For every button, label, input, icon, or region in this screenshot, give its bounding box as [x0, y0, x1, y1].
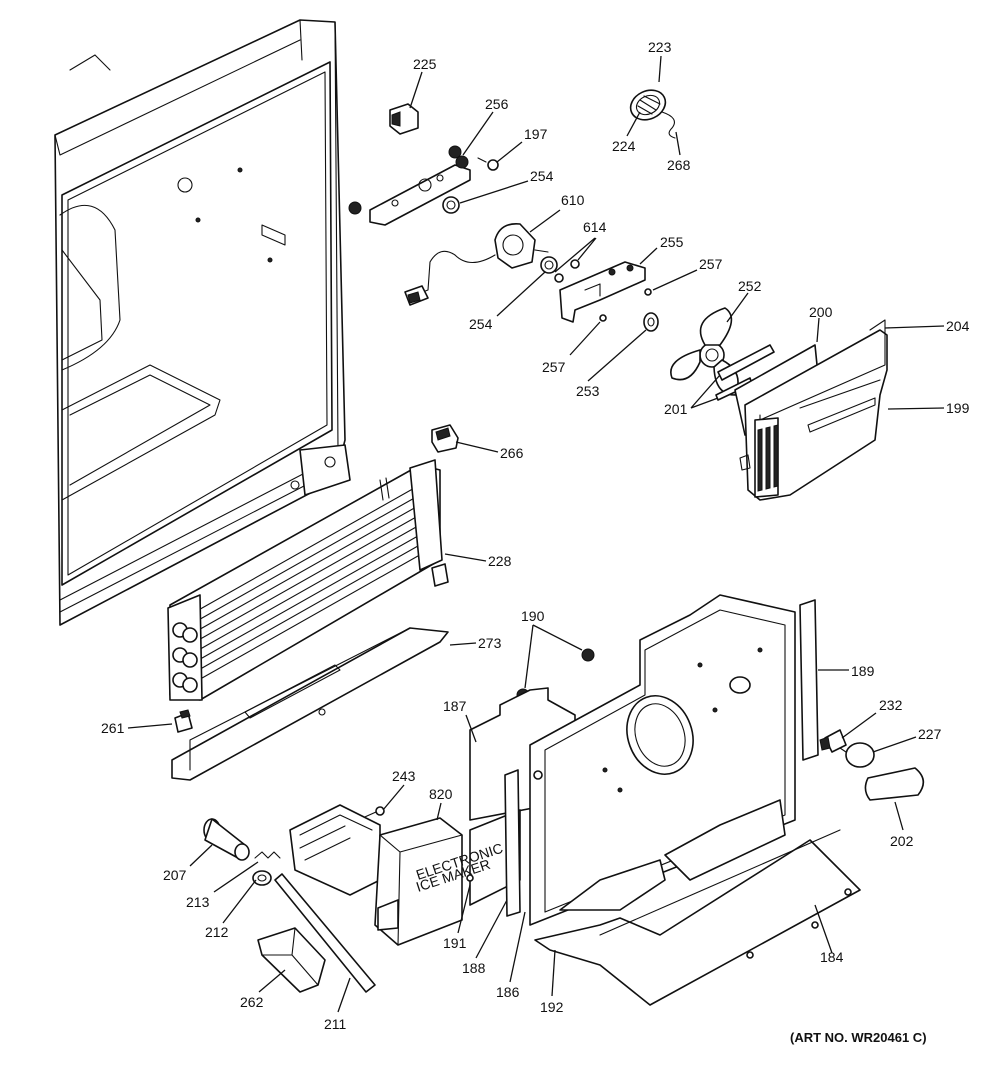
- callout-262: 262: [240, 994, 264, 1010]
- callout-253: 253: [576, 383, 600, 399]
- callout-labels: 225 256 197 254 223 224 268 610 614 255 …: [101, 39, 970, 1032]
- part-225-switch: [389, 103, 419, 135]
- callout-201: 201: [664, 401, 688, 417]
- part-202-light-cover: [864, 767, 925, 801]
- callout-202: 202: [890, 833, 914, 849]
- part-261-plug: [174, 709, 193, 733]
- callout-227: 227: [918, 726, 942, 742]
- callout-610: 610: [561, 192, 585, 208]
- callout-204: 204: [946, 318, 970, 334]
- part-197-screw: [477, 157, 499, 171]
- callout-257: 257: [542, 359, 566, 375]
- callout-223: 223: [648, 39, 672, 55]
- callout-254: 254: [469, 316, 493, 332]
- part-204-199-evap-cover: [739, 319, 888, 501]
- callout-243: 243: [392, 768, 416, 784]
- freezer-liner: [54, 19, 351, 626]
- part-188-foam-strip: [504, 769, 521, 917]
- part-211-auger: [274, 873, 376, 993]
- callout-225: 225: [413, 56, 437, 72]
- part-227-light-bulb: [839, 742, 875, 768]
- callout-257: 257: [699, 256, 723, 272]
- callout-268: 268: [667, 157, 691, 173]
- part-184-192-bottom-cover: [534, 799, 861, 1006]
- part-189-side-strip: [799, 599, 819, 761]
- part-207-fill-tube: [203, 818, 250, 861]
- callout-190: 190: [521, 608, 545, 624]
- callout-213: 213: [186, 894, 210, 910]
- callout-224: 224: [612, 138, 636, 154]
- callout-189: 189: [851, 663, 875, 679]
- callout-192: 192: [540, 999, 564, 1015]
- callout-187: 187: [443, 698, 467, 714]
- callout-188: 188: [462, 960, 486, 976]
- part-253-hub: [643, 312, 659, 332]
- callout-256: 256: [485, 96, 509, 112]
- callout-254: 254: [530, 168, 554, 184]
- part-228-evaporator: [167, 459, 449, 701]
- part-256-bracket: [348, 145, 471, 226]
- part-255-motor-bracket: [554, 259, 646, 323]
- callout-273: 273: [478, 635, 502, 651]
- part-257-screws: [599, 288, 652, 322]
- part-213-heater: [254, 851, 281, 859]
- part-254-grommet-upper: [442, 196, 460, 214]
- callout-199: 199: [946, 400, 970, 416]
- callout-261: 261: [101, 720, 125, 736]
- callout-228: 228: [488, 553, 512, 569]
- callout-266: 266: [500, 445, 524, 461]
- callout-820: 820: [429, 786, 453, 802]
- callout-207: 207: [163, 867, 187, 883]
- part-262-bracket: [257, 927, 326, 993]
- part-610-fan-motor: [404, 223, 549, 306]
- callout-186: 186: [496, 984, 520, 1000]
- callout-614: 614: [583, 219, 607, 235]
- leader-lines: [127, 55, 945, 1013]
- callout-232: 232: [879, 697, 903, 713]
- callout-197: 197: [524, 126, 548, 142]
- callout-200: 200: [809, 304, 833, 320]
- callout-191: 191: [443, 935, 467, 951]
- part-273-drain-pan: [171, 627, 449, 781]
- part-254-grommet-lower: [540, 256, 558, 274]
- callout-184: 184: [820, 949, 844, 965]
- part-232-socket: [819, 729, 847, 753]
- part-212-grommet: [252, 870, 272, 886]
- art-number: (ART NO. WR20461 C): [790, 1030, 927, 1045]
- callout-212: 212: [205, 924, 229, 940]
- part-266-connector: [431, 424, 459, 453]
- callout-255: 255: [660, 234, 684, 250]
- callout-252: 252: [738, 278, 762, 294]
- callout-211: 211: [324, 1016, 347, 1032]
- part-223-224-268-sensor: [629, 89, 676, 139]
